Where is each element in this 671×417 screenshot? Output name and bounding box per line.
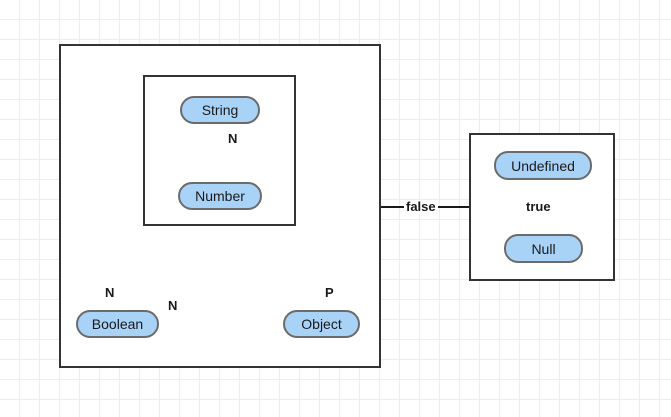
edge-label-undefined-null: true: [524, 199, 553, 214]
node-object[interactable]: Object: [283, 310, 360, 338]
edge-label-string-number: N: [226, 131, 240, 146]
node-undefined[interactable]: Undefined: [494, 151, 592, 180]
node-null[interactable]: Null: [504, 234, 583, 263]
edge-label-boolean-object: N: [166, 298, 180, 313]
edge-label-innerbox-object: P: [323, 285, 336, 300]
node-string[interactable]: String: [180, 96, 260, 124]
edge-label-innerbox-boolean: N: [103, 285, 117, 300]
node-number[interactable]: Number: [178, 182, 262, 210]
edge-label-outer-right: false: [404, 199, 438, 214]
node-boolean[interactable]: Boolean: [76, 310, 159, 338]
